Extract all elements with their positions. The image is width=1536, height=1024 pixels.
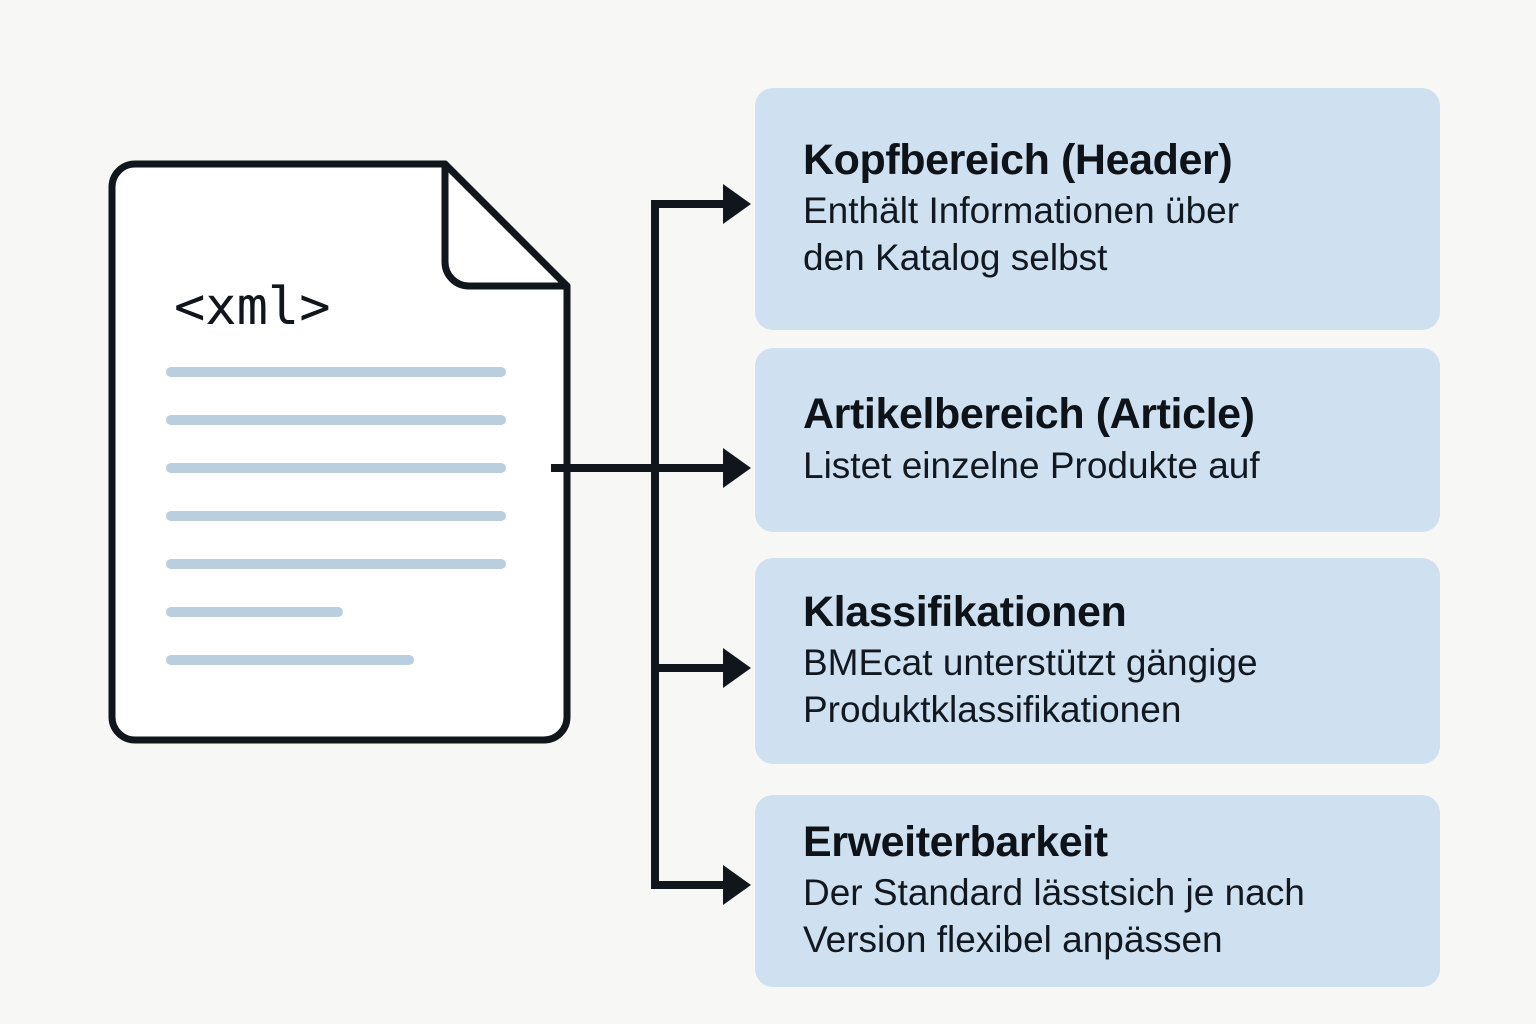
connector-arrows <box>551 180 765 910</box>
document-line <box>166 655 414 665</box>
arrowhead-icon <box>723 448 751 488</box>
card-extensibility[interactable]: Erweiterbarkeit Der Standard lässtsich j… <box>755 795 1440 987</box>
card-description: Der Standard lässtsich je nach Version f… <box>803 870 1392 964</box>
card-description: Enthält Informationen über den Katalog s… <box>803 188 1392 282</box>
card-article[interactable]: Artikelbereich (Article) Listet einzelne… <box>755 348 1440 532</box>
card-title: Klassifikationen <box>803 587 1127 636</box>
document-fold-corner <box>441 160 571 290</box>
card-header[interactable]: Kopfbereich (Header) Enthält Information… <box>755 88 1440 330</box>
document-line <box>166 463 506 473</box>
arrowhead-icon <box>723 865 751 905</box>
arrowhead-icon <box>723 184 751 224</box>
document-line <box>166 607 343 617</box>
card-description-line: den Katalog selbst <box>803 237 1108 279</box>
document-line <box>166 511 506 521</box>
card-description-line: Der Standard lässtsich je nach <box>803 872 1305 914</box>
document-content-lines <box>166 367 506 665</box>
arrowhead-icon <box>723 648 751 688</box>
card-title: Artikelbereich (Article) <box>803 390 1255 439</box>
card-description-line: Listet einzelne Produkte auf <box>803 444 1260 486</box>
document-page-outline <box>108 160 571 744</box>
document-line <box>166 415 506 425</box>
xml-tag-label: <xml> <box>174 277 331 337</box>
card-description: Listet einzelne Produkte auf <box>803 443 1392 490</box>
card-description-line: Version flexibel anpässen <box>803 919 1223 961</box>
card-title: Kopfbereich (Header) <box>803 135 1233 184</box>
card-classifications[interactable]: Klassifikationen BMEcat unterstützt gäng… <box>755 558 1440 764</box>
card-description-line: Produktklassifikationen <box>803 689 1182 731</box>
xml-document-illustration: <xml> <box>100 152 590 754</box>
card-description: BMEcat unterstützt gängige Produktklassi… <box>803 640 1392 734</box>
card-description-line: BMEcat unterstützt gängige <box>803 642 1258 684</box>
document-line <box>166 367 506 377</box>
card-title: Erweiterbarkeit <box>803 817 1108 866</box>
card-description-line: Enthält Informationen über <box>803 190 1240 232</box>
document-line <box>166 559 506 569</box>
